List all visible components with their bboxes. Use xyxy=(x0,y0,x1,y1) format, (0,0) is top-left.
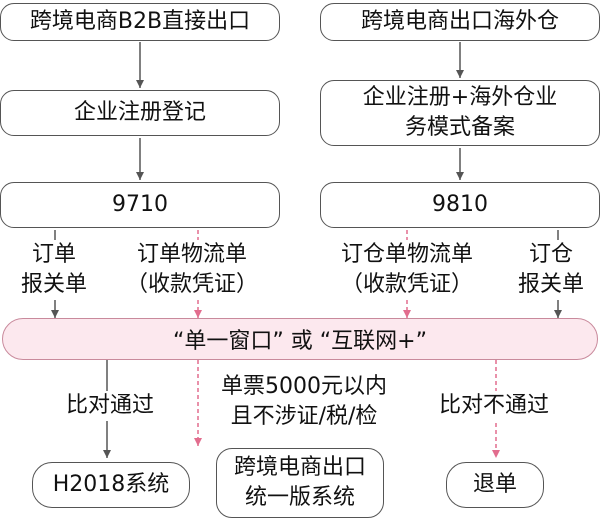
unified-system-line2: 统一版系统 xyxy=(244,485,355,510)
right-registration-box: 企业注册+海外仓业 务模式备案 xyxy=(320,80,600,146)
right-registration-line1: 企业注册+海外仓业 xyxy=(362,85,558,110)
h2018-system-box: H2018系统 xyxy=(32,462,190,508)
right-registration-line2: 务模式备案 xyxy=(404,115,515,140)
left-top-label: 跨境电商B2B直接出口 xyxy=(29,9,251,34)
right-logistics-label: 订仓单物流单 （收款凭证） xyxy=(320,240,494,300)
left-code-box: 9710 xyxy=(0,182,280,228)
right-code-label: 9810 xyxy=(432,192,488,217)
unified-system-box: 跨境电商出口 统一版系统 xyxy=(216,448,384,518)
single-window-label: “单一窗口” 或 “互联网+” xyxy=(172,329,427,354)
single-window-bar: “单一窗口” 或 “互联网+” xyxy=(2,318,598,360)
right-top-label: 跨境电商出口海外仓 xyxy=(360,9,559,34)
left-code-label: 9710 xyxy=(112,192,168,217)
reject-box: 退单 xyxy=(446,462,544,508)
left-registration-box: 企业注册登记 xyxy=(0,90,280,136)
reject-label: 退单 xyxy=(472,472,517,497)
small-parcel-label: 单票5000元以内 且不涉证/税/检 xyxy=(200,372,408,432)
pass-label: 比对通过 xyxy=(55,391,165,421)
right-code-box: 9810 xyxy=(320,182,600,228)
left-registration-label: 企业注册登记 xyxy=(73,100,206,125)
fail-label: 比对不通过 xyxy=(424,391,564,421)
left-top-box: 跨境电商B2B直接出口 xyxy=(0,3,280,41)
h2018-system-label: H2018系统 xyxy=(52,472,170,497)
left-declaration-label: 订单 报关单 xyxy=(8,240,100,300)
right-declaration-label: 订仓 报关单 xyxy=(508,240,594,300)
left-logistics-label: 订单物流单 （收款凭证） xyxy=(112,240,272,300)
unified-system-line1: 跨境电商出口 xyxy=(233,455,366,480)
right-top-box: 跨境电商出口海外仓 xyxy=(320,3,600,41)
